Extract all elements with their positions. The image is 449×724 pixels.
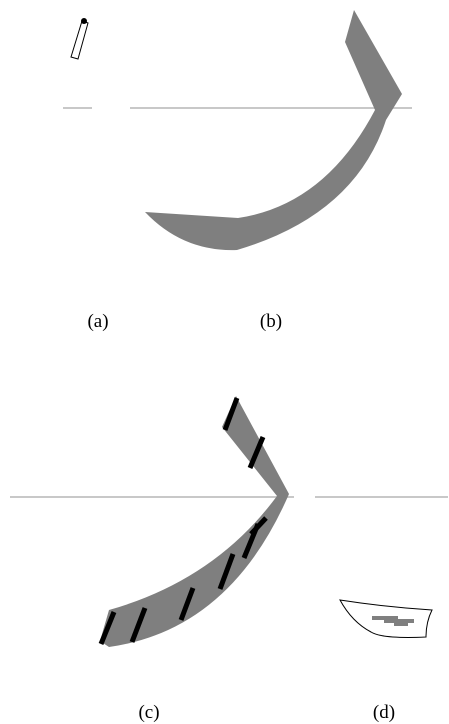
panel-a-caption: (a) xyxy=(87,311,108,332)
panel-c-caption: (c) xyxy=(138,702,159,723)
panel-c-stripes xyxy=(98,397,268,645)
panel-b-caption: (b) xyxy=(260,311,282,332)
panel-c-stripe xyxy=(247,436,266,469)
panel-c-curved-band xyxy=(100,396,289,647)
panel-c: (c) xyxy=(10,396,294,723)
panel-d-gray-block xyxy=(372,616,398,620)
panel-a-dot xyxy=(81,18,87,24)
panel-d: (d) xyxy=(315,496,448,723)
panel-c-stripe xyxy=(129,607,148,643)
panel-d-gray-block xyxy=(394,622,408,626)
panel-c-stripe xyxy=(222,397,240,431)
panel-d-gray-shape xyxy=(372,616,414,626)
panel-c-stripe xyxy=(178,587,196,621)
panel-d-gray-block xyxy=(384,619,414,623)
panel-b-curved-band xyxy=(145,10,402,251)
panel-c-stripe xyxy=(217,553,236,590)
panel-c-stripe xyxy=(98,611,117,645)
panel-d-caption: (d) xyxy=(373,702,395,723)
panel-b: (b) xyxy=(130,10,412,332)
panel-a: (a) xyxy=(63,18,109,332)
panel-a-rectangle xyxy=(70,20,89,60)
panel-c-stripe xyxy=(241,523,261,559)
